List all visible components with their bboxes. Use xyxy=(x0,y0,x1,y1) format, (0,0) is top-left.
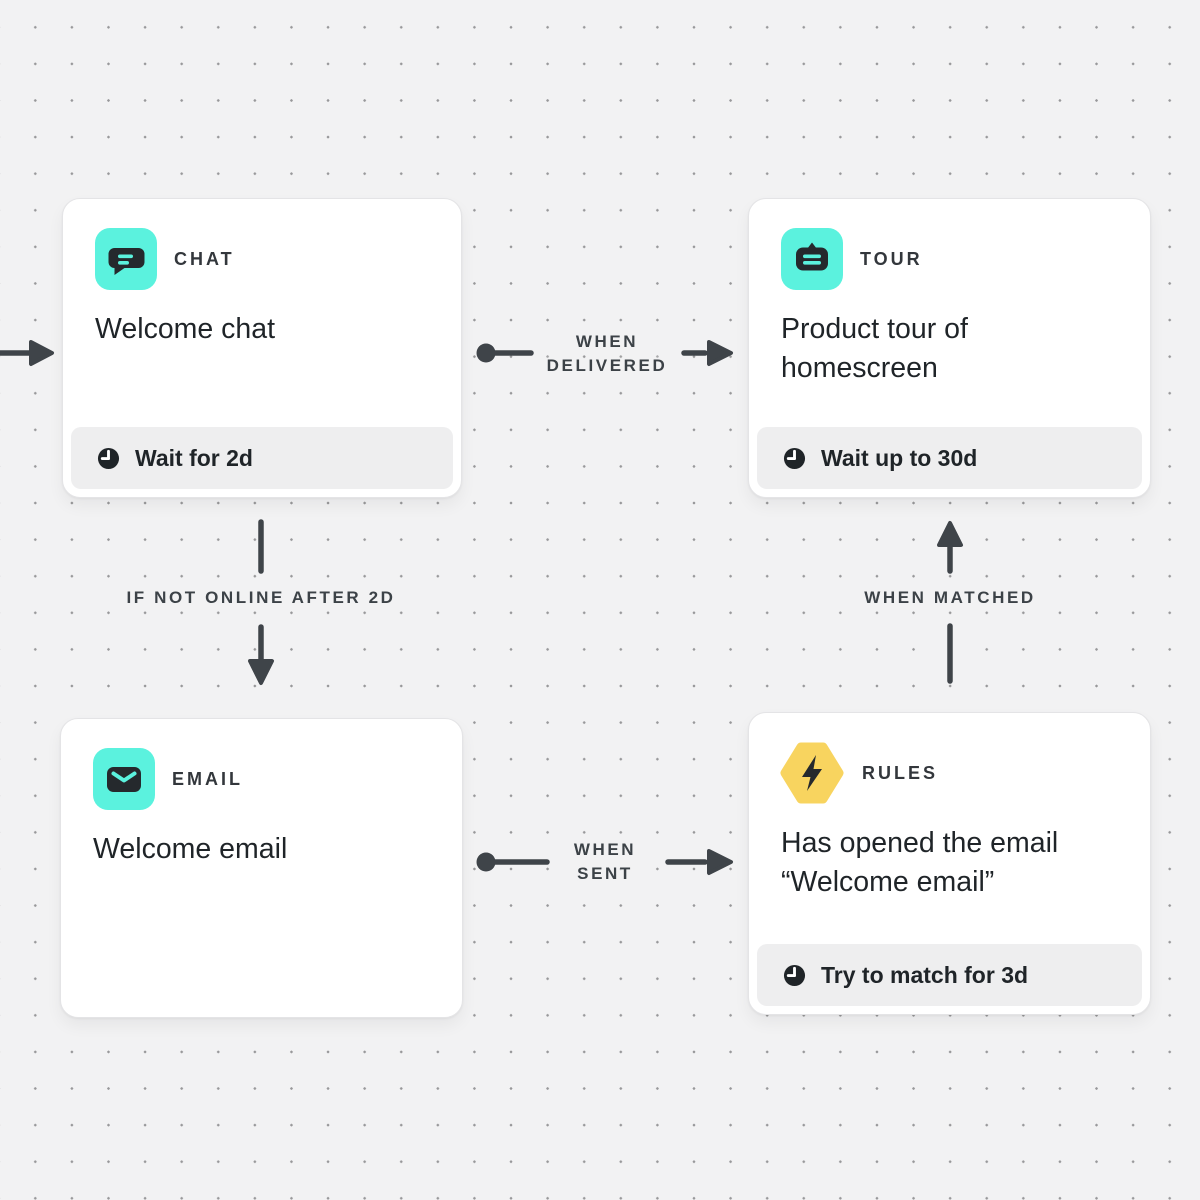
node-header: RULES xyxy=(780,742,1118,804)
clock-icon xyxy=(783,964,806,986)
chat-bubble-icon xyxy=(95,228,157,290)
node-title: Welcome chat xyxy=(95,313,276,345)
connector-label-when-sent[interactable]: WHEN SENT xyxy=(573,840,637,883)
product-tour-icon xyxy=(781,228,843,290)
node-card-chat[interactable]: CHAT Welcome chat Wait for 2d xyxy=(62,198,462,498)
node-type-label: TOUR xyxy=(860,248,923,269)
clock-icon xyxy=(783,447,806,469)
node-header: TOUR xyxy=(781,228,1118,290)
lightning-bolt-icon xyxy=(780,742,844,804)
connector-chat-to-email[interactable] xyxy=(248,519,274,685)
node-footer-wait[interactable]: Wait up to 30d xyxy=(757,427,1142,489)
envelope-icon xyxy=(93,748,155,810)
node-type-label: CHAT xyxy=(174,248,235,269)
connector-email-to-rules[interactable] xyxy=(476,849,733,875)
entry-arrow xyxy=(0,340,54,366)
node-title: Product tour of homescreen xyxy=(781,313,968,384)
node-header: EMAIL xyxy=(93,748,430,810)
connector-rules-to-tour[interactable] xyxy=(937,521,963,684)
node-footer-wait[interactable]: Wait for 2d xyxy=(71,427,453,489)
node-card-tour[interactable]: TOUR Product tour of homescreen Wait up … xyxy=(748,198,1151,498)
node-type-label: RULES xyxy=(862,762,939,783)
node-footer-match[interactable]: Try to match for 3d xyxy=(757,944,1142,1006)
clock-icon xyxy=(97,447,120,469)
node-header: CHAT xyxy=(95,228,429,290)
node-footer-label: Wait for 2d xyxy=(135,444,253,471)
connector-chat-to-tour[interactable] xyxy=(476,340,733,366)
node-footer-label: Wait up to 30d xyxy=(821,444,978,471)
node-card-rules[interactable]: RULES Has opened the email “Welcome emai… xyxy=(748,712,1151,1015)
connector-label-if-not-online[interactable]: IF NOT ONLINE AFTER 2D xyxy=(126,588,396,607)
node-footer-label: Try to match for 3d xyxy=(821,961,1029,988)
connector-label-when-matched[interactable]: WHEN MATCHED xyxy=(864,588,1036,607)
node-title: Has opened the email “Welcome email” xyxy=(781,827,1059,898)
connector-label-when-delivered[interactable]: WHEN DELIVERED xyxy=(546,332,668,375)
node-type-label: EMAIL xyxy=(172,768,243,789)
node-card-email[interactable]: EMAIL Welcome email xyxy=(60,718,463,1018)
node-title: Welcome email xyxy=(93,833,288,865)
